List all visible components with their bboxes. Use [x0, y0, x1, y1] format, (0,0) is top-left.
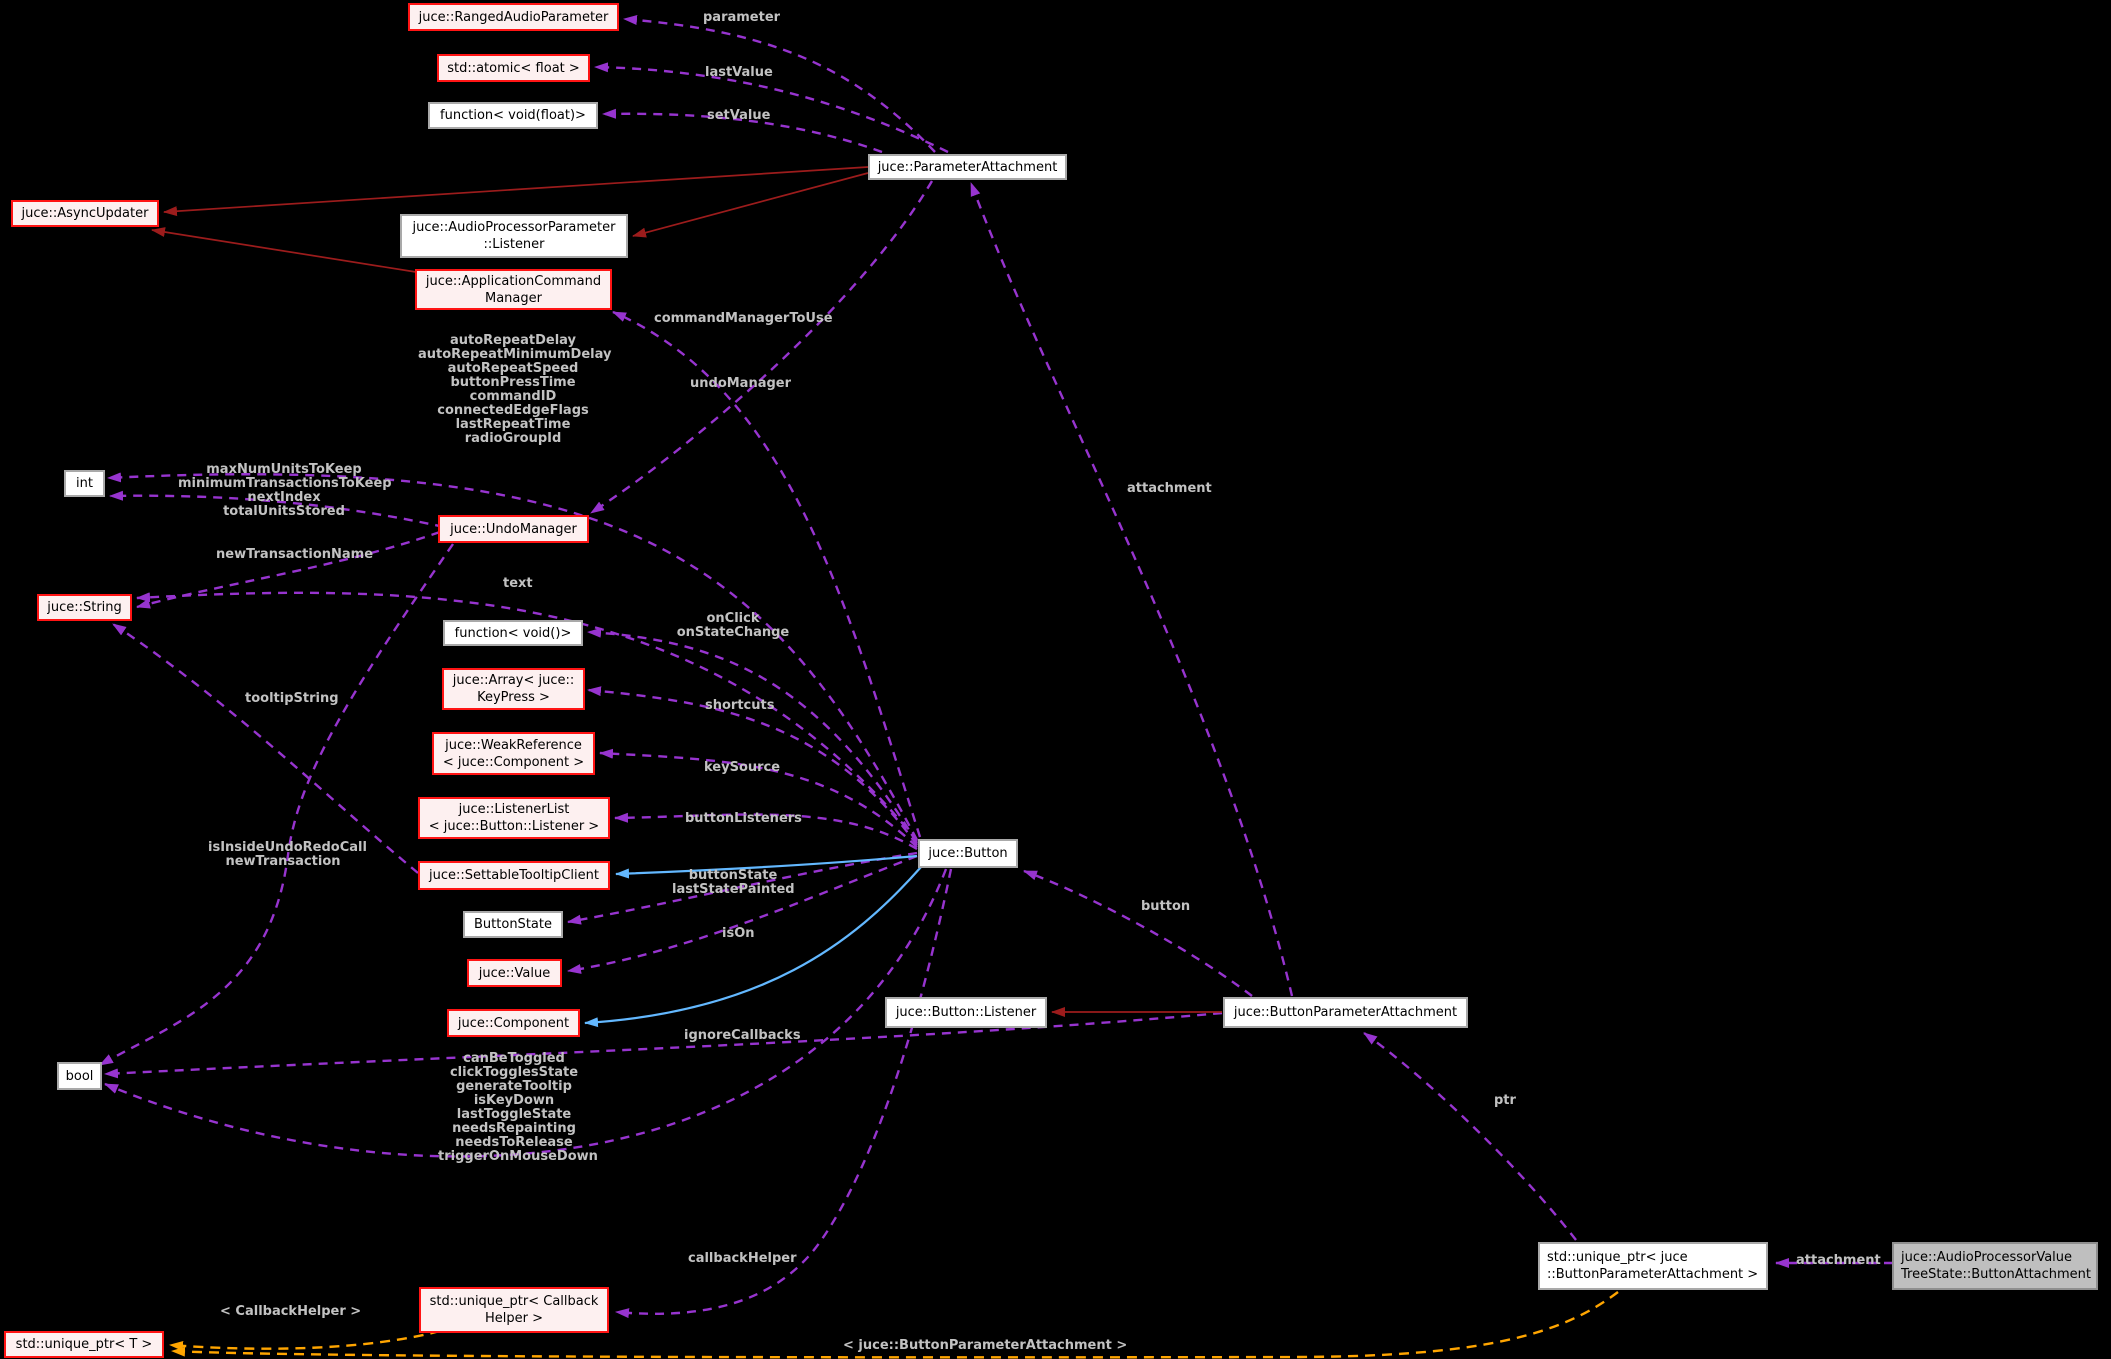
class-node-audio-processor-parameter-listener[interactable]: juce::AudioProcessorParameter::Listener	[400, 214, 628, 258]
edge-label-parameter: parameter	[703, 10, 781, 25]
edge-label-text: text	[503, 576, 533, 591]
class-node-string[interactable]: juce::String	[37, 594, 132, 621]
edge-label-ptr: ptr	[1494, 1093, 1516, 1108]
edge-buttonstate	[567, 851, 918, 925]
edge-ignorecallbacks	[104, 1011, 1223, 1079]
edge-label-ignorecallbacks: ignoreCallbacks	[684, 1028, 801, 1043]
edge-ison	[567, 854, 918, 974]
edge-inherit-parameterattachment-asyncupdater	[163, 166, 869, 217]
class-node-async-updater[interactable]: juce::AsyncUpdater	[11, 200, 159, 227]
edge-undomanager	[590, 180, 934, 515]
class-node-value[interactable]: juce::Value	[467, 959, 562, 987]
edge-lastvalue	[594, 62, 949, 154]
edge-label-shortcuts: shortcuts	[705, 698, 775, 713]
edge-label-undomanager: undoManager	[690, 376, 792, 391]
class-node-function-void[interactable]: function< void()>	[443, 620, 583, 646]
edge-label-attachment-bottom: attachment	[1796, 1253, 1881, 1268]
edge-label-keysource: keySource	[704, 760, 781, 775]
class-node-button-listener[interactable]: juce::Button::Listener	[885, 997, 1047, 1028]
class-node-button[interactable]: juce::Button	[918, 839, 1018, 868]
class-node-settable-tooltip-client[interactable]: juce::SettableTooltipClient	[418, 861, 610, 890]
edge-newtransactionname	[136, 530, 441, 609]
edge-label-buttonlisteners: buttonListeners	[685, 811, 802, 826]
edge-template-buttonparameterattachment	[171, 1291, 1619, 1359]
class-node-button-state[interactable]: ButtonState	[463, 911, 563, 938]
edge-label-tooltipstring: tooltipString	[245, 691, 339, 706]
class-node-unique-ptr-button-parameter-attachment[interactable]: std::unique_ptr< juce::ButtonParameterAt…	[1538, 1242, 1768, 1290]
edge-callbackhelper	[615, 868, 953, 1319]
class-node-unique-ptr-t[interactable]: std::unique_ptr< T >	[4, 1331, 164, 1358]
class-node-listener-list[interactable]: juce::ListenerList< juce::Button::Listen…	[418, 797, 610, 839]
edge-onclick	[587, 627, 919, 844]
edge-label-newtransactionname: newTransactionName	[216, 547, 374, 562]
edge-inherit-parameterattachment-listener	[632, 172, 869, 238]
edge-button-bool	[104, 868, 948, 1158]
edge-attachment-mid	[969, 182, 1294, 997]
edge-button-member	[1023, 869, 1253, 997]
class-node-undo-manager[interactable]: juce::UndoManager	[438, 515, 589, 543]
edge-shortcuts	[587, 686, 918, 846]
class-node-bool[interactable]: bool	[57, 1062, 102, 1090]
edge-template-callbackhelper	[169, 1329, 441, 1351]
edge-inherit-button-settabletooltipclient	[615, 854, 918, 879]
edge-label-attachment-mid: attachment	[1127, 481, 1212, 496]
edge-setvalue	[602, 108, 883, 154]
class-node-int[interactable]: int	[64, 470, 105, 497]
class-node-ranged-audio-parameter[interactable]: juce::RangedAudioParameter	[408, 3, 619, 31]
edge-button-int	[107, 472, 919, 841]
edge-inherit-commandmanager-asyncupdater	[151, 227, 417, 273]
edge-label-setvalue: setValue	[707, 108, 771, 123]
class-node-atomic-float[interactable]: std::atomic< float >	[437, 54, 590, 82]
edge-label-callbackhelper: callbackHelper	[688, 1251, 797, 1266]
class-node-array-keypress[interactable]: juce::Array< juce::KeyPress >	[442, 668, 585, 710]
edge-undomanager-int	[109, 490, 445, 529]
class-node-parameter-attachment[interactable]: juce::ParameterAttachment	[868, 154, 1067, 180]
edge-commandmanagertouse	[612, 310, 922, 838]
class-node-function-void-float[interactable]: function< void(float)>	[428, 102, 598, 129]
edge-text	[136, 591, 918, 842]
edge-label-template-callback-helper: < CallbackHelper >	[220, 1304, 362, 1319]
edge-undomanager-bool	[99, 543, 454, 1067]
edge-inherit-button-component	[584, 866, 922, 1028]
edge-ptr	[1363, 1032, 1577, 1241]
class-node-weak-reference-component[interactable]: juce::WeakReference< juce::Component >	[432, 732, 595, 775]
edge-keysource	[599, 748, 918, 848]
edge-buttonlisteners	[614, 812, 918, 851]
edge-label-template-button-parameter-attachment: < juce::ButtonParameterAttachment >	[843, 1338, 1128, 1353]
edge-label-lastvalue: lastValue	[705, 65, 773, 80]
edge-parameter	[623, 15, 936, 153]
edge-tooltipstring	[112, 622, 419, 874]
edge-label-ison: isOn	[722, 926, 755, 941]
class-node-button-parameter-attachment[interactable]: juce::ButtonParameterAttachment	[1223, 997, 1468, 1028]
class-node-component[interactable]: juce::Component	[447, 1009, 580, 1037]
edge-label-commandmanagertouse: commandManagerToUse	[654, 311, 833, 326]
edge-label-button-member: button	[1141, 899, 1191, 914]
